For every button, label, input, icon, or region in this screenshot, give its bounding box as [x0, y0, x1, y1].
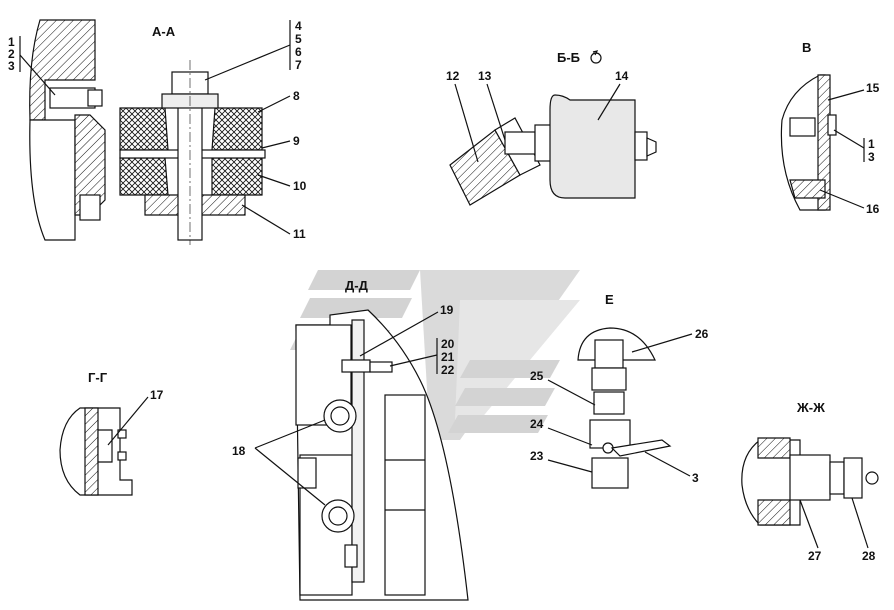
view-b-b: Б-Б 12 13 14 [446, 50, 657, 206]
frame-body [29, 119, 76, 241]
dd-nut-upper [369, 361, 393, 373]
gg-wall [84, 407, 99, 496]
view-zh-zh: Ж-Ж 27 28 [741, 400, 879, 563]
pressure-sensor-body [549, 94, 636, 199]
dd-clamp [297, 457, 317, 489]
callout-3b: 3 [868, 150, 875, 164]
callout-2: 2 [8, 47, 15, 61]
view-e-title: Е [605, 292, 614, 307]
valve-nut [593, 391, 625, 415]
view-v-title: В [802, 40, 811, 55]
callout-24: 24 [530, 417, 544, 431]
callout-23: 23 [530, 449, 544, 463]
dd-pin [344, 544, 358, 568]
callout-16: 16 [866, 202, 880, 216]
callout-18: 18 [232, 444, 246, 458]
valve-fitting-lower [591, 457, 629, 489]
view-d-d-title: Д-Д [345, 278, 369, 293]
callout-8: 8 [293, 89, 300, 103]
callout-19: 19 [440, 303, 454, 317]
dd-bolt-upper [341, 359, 371, 373]
callout-22: 22 [441, 363, 455, 377]
view-a-a: А-А 1 2 3 4 5 6 7 [8, 19, 307, 245]
nut [87, 89, 103, 107]
zh-wall-top [757, 437, 791, 459]
view-a-a-title: А-А [152, 24, 176, 39]
frame-flange [74, 114, 106, 216]
rubber-cushion-upper-left [119, 107, 169, 151]
callout-4: 4 [295, 19, 302, 33]
sensor-terminal [634, 131, 648, 161]
callout-6: 6 [295, 45, 302, 59]
callout-3: 3 [8, 59, 15, 73]
view-b-b-title: Б-Б [557, 50, 580, 65]
lower-plug-seat [789, 179, 826, 199]
callout-12: 12 [446, 69, 460, 83]
callout-28: 28 [862, 549, 876, 563]
zh-nut [829, 461, 845, 495]
callout-1b: 1 [868, 137, 875, 151]
callout-26: 26 [695, 327, 709, 341]
callout-25: 25 [530, 369, 544, 383]
callout-20: 20 [441, 337, 455, 351]
view-g-g-title: Г-Г [88, 370, 108, 385]
zh-wall-bottom [757, 499, 791, 526]
zh-fitting [789, 454, 831, 501]
callout-27: 27 [808, 549, 822, 563]
callout-21: 21 [441, 350, 455, 364]
callout-17: 17 [150, 388, 164, 402]
frame-bracket [29, 19, 96, 121]
callout-group-4-7: 4 5 6 7 [204, 19, 302, 81]
callout-11: 11 [293, 227, 306, 241]
valve-fitting-upper [591, 367, 627, 391]
callout-5: 5 [295, 32, 302, 46]
callout-3c: 3 [692, 471, 699, 485]
callout-7: 7 [295, 58, 302, 72]
callout-14: 14 [615, 69, 629, 83]
rubber-cushion-lower-right [211, 157, 263, 196]
callout-10: 10 [293, 179, 307, 193]
rotate-icon [590, 50, 602, 64]
housing-outline [780, 74, 826, 211]
dd-plate [351, 319, 365, 583]
view-v: В 15 1 3 16 [780, 40, 880, 216]
view-d-d: Д-Д 19 20 21 22 18 [232, 278, 469, 601]
callout-13: 13 [478, 69, 492, 83]
adapter [504, 131, 536, 155]
zh-tip [865, 471, 879, 485]
view-zh-zh-title: Ж-Ж [796, 400, 825, 415]
housing-wall [817, 74, 831, 211]
view-e: Е 26 25 24 23 3 [530, 292, 709, 489]
dd-frame-side [384, 394, 426, 596]
lower-bolt [79, 194, 101, 221]
zh-cap [843, 457, 863, 499]
callout-9: 9 [293, 134, 300, 148]
screw [789, 117, 816, 137]
callout-group-1-3: 1 2 3 [8, 35, 56, 96]
callout-1: 1 [8, 35, 15, 49]
callout-15: 15 [866, 81, 880, 95]
view-g-g: Г-Г 17 [59, 370, 164, 496]
cap-neck [594, 339, 624, 369]
rubber-cushion-upper-right [211, 107, 263, 151]
sensor-cap [646, 137, 657, 157]
gg-clip [97, 429, 113, 463]
valve-handle [610, 439, 672, 457]
rubber-cushion-lower-left [119, 157, 169, 196]
screw-head [827, 114, 837, 136]
